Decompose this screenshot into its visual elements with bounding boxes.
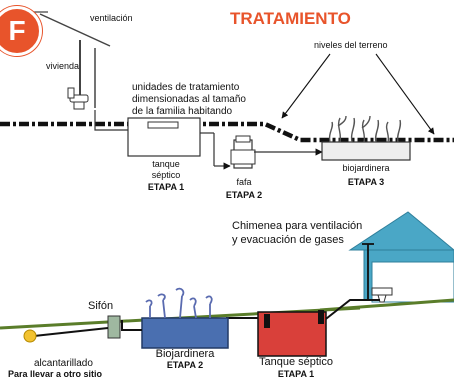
pipe-biogarden-siphon bbox=[121, 320, 142, 331]
septic-tank-lid bbox=[147, 121, 179, 129]
ground-level-line bbox=[0, 121, 454, 143]
sewer-manhole bbox=[23, 329, 37, 343]
label-biogarden-top: biojardinera bbox=[342, 163, 390, 173]
toilet-icon bbox=[67, 87, 89, 110]
label-sewer: alcantarillado bbox=[34, 358, 93, 369]
label-other-site: Para llevar a otro sitio bbox=[8, 369, 103, 379]
label-stage2-bottom: ETAPA 2 bbox=[166, 360, 204, 370]
pipe-to-sewer bbox=[33, 327, 109, 337]
label-chimney-line1: Chimenea para ventilación bbox=[232, 220, 363, 232]
label-stage1-top: ETAPA 1 bbox=[147, 182, 185, 192]
roof-line bbox=[39, 13, 111, 47]
label-chimney-line2: y evacuación de gases bbox=[232, 234, 344, 246]
label-fafa: fafa bbox=[236, 177, 252, 187]
biogarden-bottom bbox=[141, 317, 229, 349]
arrow-terrain-left bbox=[281, 53, 331, 119]
label-stage1-bottom: ETAPA 1 bbox=[277, 369, 315, 379]
bottom-diagram bbox=[0, 211, 454, 357]
biogarden-top bbox=[321, 141, 411, 161]
sewer-pipe bbox=[94, 110, 130, 131]
label-units-line2: dimensionadas al tamaño bbox=[132, 94, 246, 105]
label-units-line3: de la familia habitando bbox=[132, 106, 233, 117]
label-dwelling: vivienda bbox=[46, 61, 80, 71]
label-terrain-levels: niveles del terreno bbox=[314, 40, 388, 50]
septic-tank-lid-right bbox=[318, 310, 324, 324]
label-stage2-top: ETAPA 2 bbox=[225, 190, 263, 200]
page-title: TRATAMIENTO bbox=[230, 9, 351, 28]
label-ventilation: ventilación bbox=[90, 13, 133, 23]
plants-top bbox=[328, 115, 402, 143]
label-septic-tank-line2: séptico bbox=[151, 170, 181, 180]
label-siphon: Sifón bbox=[88, 300, 114, 312]
top-diagram bbox=[0, 11, 454, 170]
label-septic-tank-line1: tanque bbox=[152, 159, 180, 169]
plants-bottom bbox=[145, 287, 213, 319]
label-units-line1: unidades de tratamiento bbox=[132, 82, 240, 93]
fafa-unit bbox=[230, 135, 256, 169]
section-badge: F bbox=[0, 6, 42, 56]
label-biogarden-bottom: Biojardinera bbox=[155, 348, 215, 360]
label-septic-tank-bottom: Tanque séptico bbox=[259, 356, 333, 368]
drain-pipe bbox=[321, 299, 380, 323]
arrow-terrain-right bbox=[375, 53, 435, 135]
siphon bbox=[107, 315, 121, 339]
label-stage3-top: ETAPA 3 bbox=[347, 177, 385, 187]
septic-tank-lid-left bbox=[264, 314, 270, 328]
